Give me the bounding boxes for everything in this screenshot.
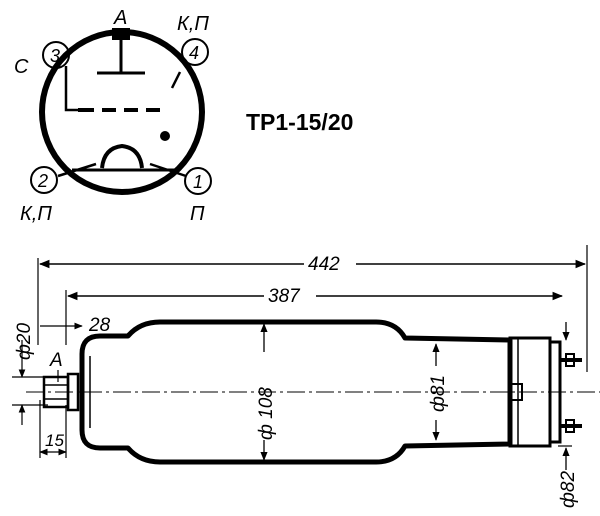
pin-3-label: C xyxy=(14,56,29,78)
dim-cap-offset: 28 xyxy=(88,315,111,336)
anode-cap xyxy=(112,28,130,40)
dim-cap-diameter: ф20 xyxy=(14,323,35,360)
dim-main-diameter: ф 108 xyxy=(256,387,277,440)
pin-4: 4 xyxy=(181,38,209,66)
pin-diagram: A 3 C 4 К,П xyxy=(14,7,212,225)
dim-base-diameter: ф82 xyxy=(558,471,579,508)
pin-4-label: К,П xyxy=(177,13,209,35)
getter-dot xyxy=(160,131,170,141)
svg-text:4: 4 xyxy=(189,43,199,63)
pin-1-label: П xyxy=(190,203,205,225)
svg-text:1: 1 xyxy=(193,172,203,192)
svg-text:3: 3 xyxy=(50,46,60,66)
tube-title: ТР1-15/20 xyxy=(246,109,353,135)
dim-cap-length: 15 xyxy=(45,431,64,450)
svg-text:2: 2 xyxy=(37,171,48,191)
dim-overall-length: 442 xyxy=(308,254,340,275)
anode-label: A xyxy=(113,7,127,29)
pin-3: 3 xyxy=(42,41,70,69)
pin-2: 2 xyxy=(30,166,58,194)
base-pins xyxy=(560,353,582,433)
pin-2-label: К,П xyxy=(20,203,52,225)
dim-body-length: 387 xyxy=(268,286,301,307)
cap-anode-label: A xyxy=(49,350,63,371)
side-view: 442 387 28 ф20 A 15 xyxy=(12,245,600,508)
pin-1: 1 xyxy=(184,167,212,195)
dim-shoulder-diameter: ф81 xyxy=(428,375,449,412)
